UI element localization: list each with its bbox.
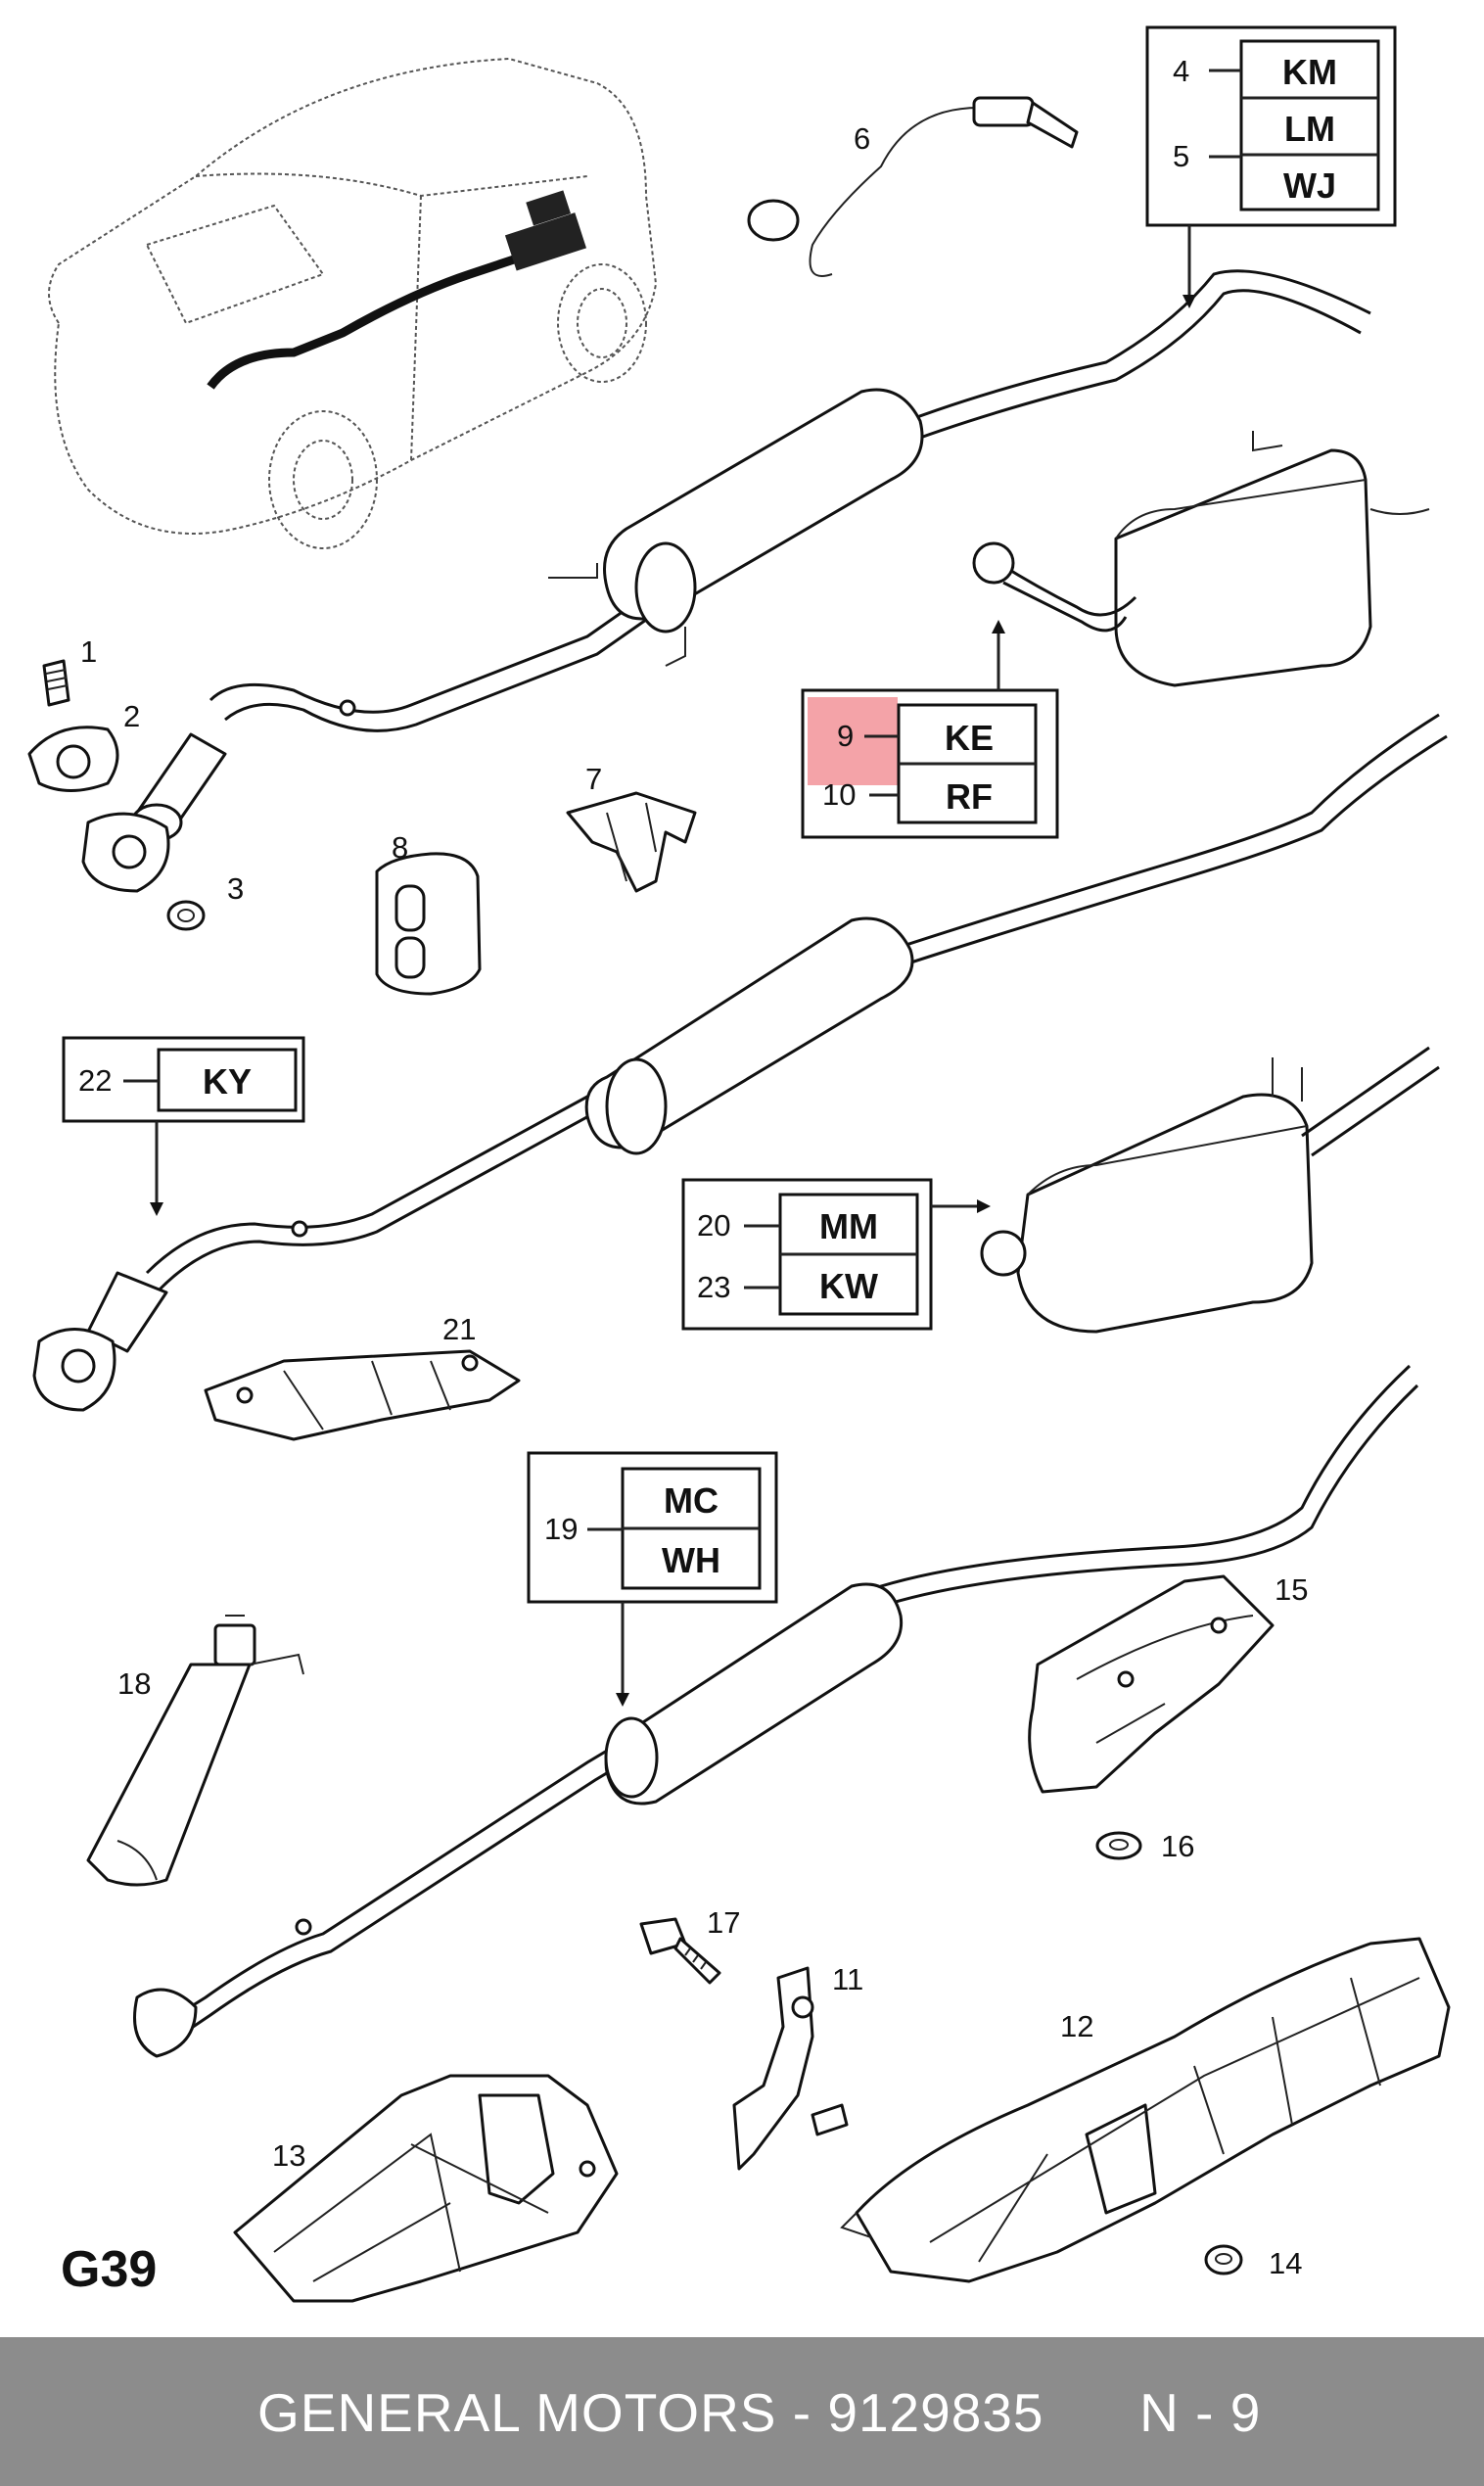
box-9-10-number-2: 10: [822, 777, 856, 812]
tailpipe-part-18: [86, 1615, 304, 1887]
box-4-5-number-3: 5: [1173, 139, 1189, 173]
callout-8: 8: [392, 830, 408, 865]
callout-18: 18: [117, 1666, 151, 1701]
box-22-code: KY: [203, 1061, 252, 1102]
box-19-number: 19: [544, 1512, 578, 1546]
callout-16: 16: [1161, 1829, 1194, 1863]
box-4-5-code-2: LM: [1284, 109, 1335, 149]
callout-6: 6: [854, 121, 870, 156]
callout-1: 1: [80, 634, 97, 669]
callout-15: 15: [1275, 1572, 1308, 1607]
lower-exhaust-system: [133, 1364, 1419, 2058]
callout-11: 11: [832, 1962, 863, 1996]
bolt-part-17: [639, 1917, 721, 1985]
car-illustration: [48, 57, 658, 549]
box-4-5-number-1: 4: [1173, 54, 1189, 88]
oxygen-sensor-part-6: [747, 96, 1079, 277]
rear-muffler-parts-20-23: [980, 1046, 1440, 1334]
nut-part-14: [1204, 2244, 1243, 2275]
highlight-part-9: [808, 697, 898, 785]
callout-2: 2: [123, 699, 140, 733]
heat-shield-part-21: [204, 1349, 521, 1441]
rubber-mount-part-8: [375, 852, 482, 996]
box-4-5-code-1: KM: [1282, 52, 1337, 92]
flange-upper: [81, 812, 170, 893]
callout-12: 12: [1060, 2009, 1093, 2043]
callout-17: 17: [707, 1905, 740, 1940]
box-20-23-code-1: MM: [819, 1206, 878, 1246]
heat-shield-part-15: [1028, 1574, 1275, 1794]
diagram-code: G39: [61, 2241, 157, 2298]
gasket-part-2: [27, 726, 119, 792]
box-9-10-number-1: 9: [837, 719, 854, 753]
box-4-5-code-3: WJ: [1283, 165, 1336, 206]
footer-bar: [0, 2337, 1484, 2486]
heat-shield-part-13: [233, 2074, 619, 2303]
heat-shield-part-12: [840, 1937, 1451, 2283]
code-box-4-5: 4 5 KM LM WJ: [1145, 25, 1397, 308]
box-20-23-number-2: 23: [697, 1270, 730, 1304]
middle-exhaust-system: [86, 713, 1448, 1353]
rear-muffler-parts-9-10: [972, 431, 1430, 687]
nut-part-16: [1095, 1831, 1142, 1860]
code-box-20-23: 20 23 MM KW: [681, 1178, 991, 1331]
box-22-number: 22: [78, 1063, 112, 1098]
nut-part-3: [166, 900, 206, 931]
box-9-10-code-1: KE: [945, 718, 994, 758]
box-19-code-1: MC: [664, 1480, 719, 1521]
callout-3: 3: [227, 871, 244, 906]
box-19-code-2: WH: [662, 1540, 720, 1580]
callout-14: 14: [1269, 2246, 1302, 2280]
callout-21: 21: [442, 1312, 476, 1346]
code-box-19: 19 MC WH: [527, 1451, 778, 1707]
box-20-23-number-1: 20: [697, 1208, 730, 1243]
flange-middle: [32, 1328, 116, 1412]
box-9-10-code-2: RF: [946, 776, 993, 817]
clip-part-7: [566, 791, 697, 893]
callout-7: 7: [585, 762, 602, 796]
bracket-part-11: [732, 1966, 849, 2171]
callout-numbers: 1 2 3 6 7 8 11 12 13 14 15 16 17 18 21: [80, 121, 1308, 2280]
code-box-9-10: 9 10 KE RF: [801, 620, 1059, 839]
code-box-22: 22 KY: [62, 1036, 305, 1216]
callout-13: 13: [272, 2138, 305, 2173]
stud-part-1: [42, 659, 70, 707]
box-20-23-code-2: KW: [819, 1266, 878, 1306]
footer-caption: GENERAL MOTORS - 9129835 N - 9: [257, 2382, 1262, 2443]
